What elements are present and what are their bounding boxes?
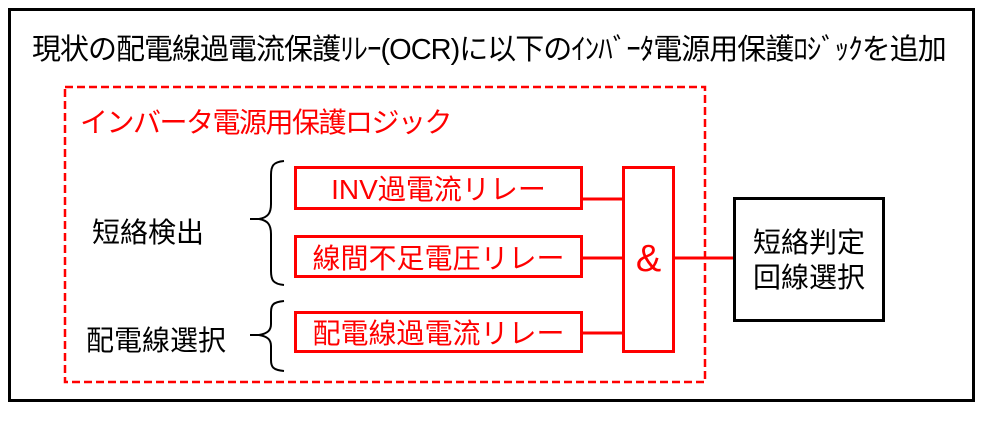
output-box: 短絡判定 回線選択 <box>733 197 885 322</box>
logic-group-label: インバータ電源用保護ロジック <box>80 107 453 138</box>
group-label-short-circuit-detection: 短絡検出 <box>92 217 205 248</box>
and-gate: & <box>622 166 675 353</box>
diagram-title: 現状の配電線過電流保護ﾘﾚｰ(OCR)に以下のｲﾝﾊﾞｰﾀ電源用保護ﾛｼﾞｯｸを… <box>32 34 947 66</box>
output-line-short-circuit-judgement: 短絡判定 <box>752 226 865 258</box>
relay-box-feeder-overcurrent: 配電線過電流リレー <box>294 311 583 353</box>
relay-box-line-undervoltage: 線間不足電圧リレー <box>294 235 583 278</box>
group-label-feeder-selection: 配電線選択 <box>86 325 227 356</box>
output-line-circuit-selection: 回線選択 <box>752 261 865 293</box>
outer-frame <box>8 8 975 402</box>
relay-box-inv-overcurrent: INV過電流リレー <box>294 166 583 210</box>
